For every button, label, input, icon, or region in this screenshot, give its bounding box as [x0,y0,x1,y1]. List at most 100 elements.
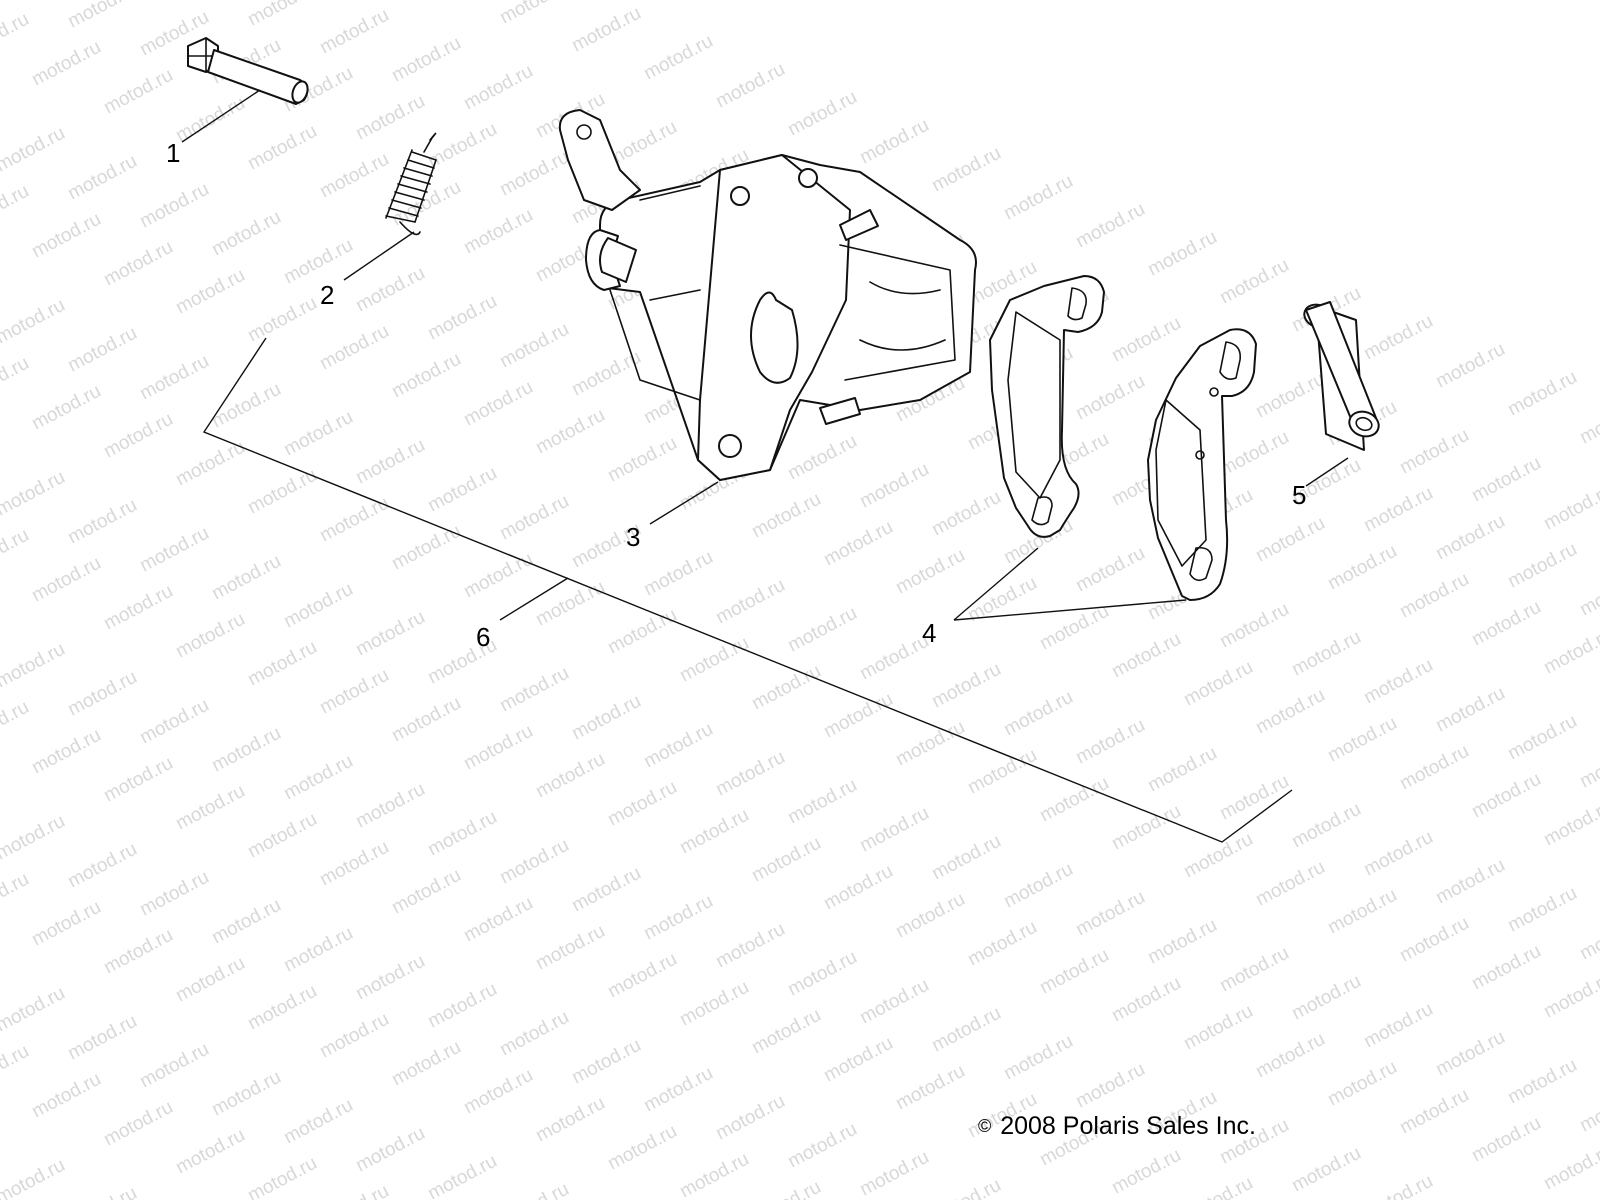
watermark-text: motod.ru [1252,685,1328,739]
watermark-text: motod.ru [1576,911,1600,965]
callout-3: 3 [626,522,640,552]
watermark-text: motod.ru [676,977,752,1031]
watermark-text: motod.ru [532,1093,608,1147]
watermark-text: motod.ru [244,121,320,175]
bolt-icon[interactable] [187,37,310,105]
watermark-text: motod.ru [100,1097,176,1151]
watermark-text: motod.ru [928,1175,1004,1200]
watermark-text: motod.ru [136,523,212,577]
watermark-text: motod.ru [604,777,680,831]
watermark-text: motod.ru [712,747,788,801]
watermark-text: motod.ru [604,1121,680,1175]
watermark-text: motod.ru [1036,773,1112,827]
watermark-text: motod.ru [172,93,248,147]
watermark-text: motod.ru [1252,369,1328,423]
watermark-text: motod.ru [712,59,788,113]
watermark-text: motod.ru [1072,543,1148,597]
watermark-text: motod.ru [100,409,176,463]
watermark-text: motod.ru [388,865,464,919]
watermark-text: motod.ru [640,547,716,601]
watermark-text: motod.ru [1252,857,1328,911]
watermark-text: motod.ru [28,725,104,779]
watermark-text: motod.ru [1324,885,1400,939]
watermark-text: motod.ru [820,689,896,743]
watermark-text: motod.ru [496,663,572,717]
watermark-text: motod.ru [892,545,968,599]
watermark-text: motod.ru [352,435,428,489]
watermark-text: motod.ru [1072,199,1148,253]
watermark-text: motod.ru [928,659,1004,713]
copyright-text: 2008 Polaris Sales Inc. [1000,1112,1256,1140]
spring-icon[interactable] [385,132,437,236]
watermark-text: motod.ru [460,205,536,259]
watermark-text: motod.ru [532,749,608,803]
watermark-text: motod.ru [388,521,464,575]
watermark-text: motod.ru [1540,797,1600,851]
watermark-text: motod.ru [964,917,1040,971]
watermark-text: motod.ru [0,1041,33,1095]
watermark-text: motod.ru [820,861,896,915]
watermark-text: motod.ru [316,1009,392,1063]
watermark-text: motod.ru [1288,799,1364,853]
watermark-text: motod.ru [28,209,104,263]
watermark-text: motod.ru [748,489,824,543]
watermark-text: motod.ru [352,1123,428,1177]
bushing-icon[interactable] [1301,301,1382,451]
watermark-text: motod.ru [604,433,680,487]
watermark-text: motod.ru [1288,971,1364,1025]
watermark-text: motod.ru [748,1005,824,1059]
watermark-text: motod.ru [892,889,968,943]
watermark-text: motod.ru [1072,715,1148,769]
watermark-text: motod.ru [712,1091,788,1145]
watermark-text: motod.ru [1396,913,1472,967]
watermark-text: motod.ru [820,1033,896,1087]
watermark-text: motod.ru [172,609,248,663]
watermark-text: motod.ru [856,1147,932,1200]
watermark-text: motod.ru [388,349,464,403]
watermark-text: motod.ru [1216,427,1292,481]
watermark-text: motod.ru [640,719,716,773]
watermark-text: motod.ru [1360,827,1436,881]
watermark-text: motod.ru [0,0,69,4]
callout-labels: 1 2 3 4 5 6 [166,138,1306,652]
watermark-text: motod.ru [568,1035,644,1089]
watermark-text: motod.ru [28,553,104,607]
watermark-text: motod.ru [1504,367,1580,421]
watermark-text: motod.ru [460,893,536,947]
watermark-text: motod.ru [1396,1085,1472,1139]
watermark-text: motod.ru [1504,711,1580,765]
brake-pad-icon[interactable] [989,275,1257,601]
watermark-text: motod.ru [460,1065,536,1119]
watermark-text: motod.ru [136,867,212,921]
watermark-text: motod.ru [496,147,572,201]
watermark-text: motod.ru [928,143,1004,197]
watermark-text: motod.ru [532,577,608,631]
watermark-text: motod.ru [784,603,860,657]
watermark-text: motod.ru [172,953,248,1007]
watermark-text: motod.ru [208,379,284,433]
watermark-text: motod.ru [1000,859,1076,913]
watermark-text: motod.ru [280,923,356,977]
watermark-text: motod.ru [244,1153,320,1200]
watermark-text: motod.ru [640,31,716,85]
watermark-text: motod.ru [1468,453,1544,507]
watermark-text: motod.ru [0,697,33,751]
watermark-text: motod.ru [0,1155,69,1200]
watermark-text: motod.ru [316,837,392,891]
callout-2: 2 [320,280,334,310]
caliper-icon[interactable] [558,109,977,481]
watermark-text: motod.ru [208,723,284,777]
watermark-text: motod.ru [0,9,33,63]
watermark-text: motod.ru [1180,1173,1256,1200]
watermark-text: motod.ru [712,919,788,973]
watermark-text: motod.ru [1144,743,1220,797]
watermark-text: motod.ru [1144,915,1220,969]
watermark-text: motod.ru [640,891,716,945]
watermark-text: motod.ru [1036,601,1112,655]
watermark-text: motod.ru [64,1183,140,1200]
watermark-text: motod.ru [1540,625,1600,679]
watermark-text: motod.ru [1540,481,1600,535]
watermark-text: motod.ru [0,123,69,177]
watermark-text: motod.ru [100,65,176,119]
copyright-symbol: © [978,1116,992,1136]
